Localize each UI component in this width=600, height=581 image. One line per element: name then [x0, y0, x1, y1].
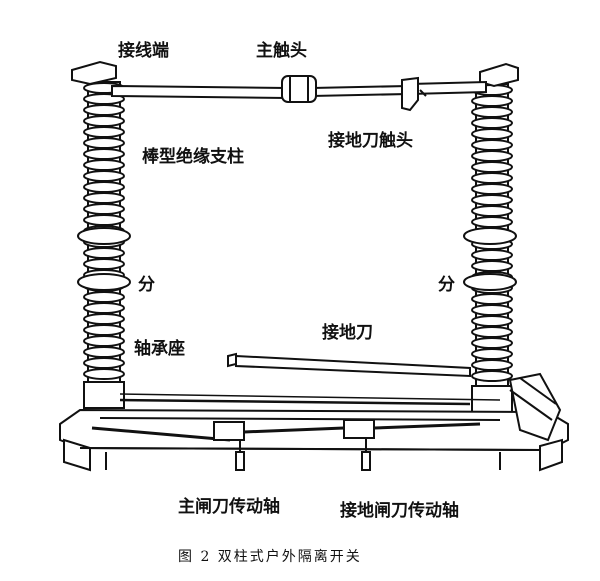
insulator-rib [83, 192, 125, 204]
main-contact-label: 主触头 [256, 41, 307, 61]
insulator-rib [83, 159, 125, 171]
insulator-rib [471, 348, 513, 360]
insulator-rib [471, 183, 513, 195]
insulator-rib [471, 172, 513, 184]
terminal-label: 接线端 [118, 41, 169, 61]
insulator-rib [471, 315, 513, 327]
earth-blade [227, 352, 471, 378]
main-shaft-label: 主闸刀传动轴 [178, 497, 280, 517]
insulator-rib [83, 170, 125, 182]
insulator-rib [83, 181, 125, 193]
main-blade [111, 80, 487, 100]
insulator-rib [471, 139, 513, 151]
insulator-rib [471, 370, 513, 382]
left-split-rings [77, 227, 131, 291]
insulator-rib [471, 304, 513, 316]
insulator-rib [471, 128, 513, 140]
insulator-rib [83, 214, 125, 226]
insulator-rib [83, 346, 125, 358]
insulator-rib [83, 324, 125, 336]
bearing-seat [83, 381, 125, 409]
insulator-rib [83, 203, 125, 215]
insulator-rib [83, 148, 125, 160]
insulator-rib [471, 106, 513, 118]
insulator-rib [471, 337, 513, 349]
figure-caption: 图 2 双柱式户外隔离开关 [178, 549, 362, 565]
insulator-rib [83, 291, 125, 303]
insulator-rib [83, 335, 125, 347]
insulator-rib [471, 326, 513, 338]
insulator-rib [471, 161, 513, 173]
insulator-rib [83, 126, 125, 138]
base-frame [59, 372, 569, 472]
insulator-rib [471, 150, 513, 162]
insulator-rib [83, 258, 125, 270]
insulator-rib [83, 313, 125, 325]
insulator-rib [83, 357, 125, 369]
insulator-rib [471, 260, 513, 272]
insulator-rib [471, 205, 513, 217]
insulator-rib [83, 104, 125, 116]
insulator-rib [471, 216, 513, 228]
earth-contact-label: 接地刀触头 [328, 131, 413, 151]
insulator-label: 棒型绝缘支柱 [142, 147, 244, 167]
insulator-rib [471, 117, 513, 129]
earth-blade-contact [401, 76, 427, 112]
insulator-rib [83, 302, 125, 314]
left-terminal-cap [71, 60, 117, 86]
insulator-rib [471, 194, 513, 206]
right-insulator-column [471, 83, 513, 413]
insulator-rib [471, 95, 513, 107]
bearing-seat-label: 轴承座 [134, 339, 185, 359]
earth-blade-label: 接地刀 [322, 323, 373, 343]
insulator-rib [83, 368, 125, 380]
insulator-rib [83, 247, 125, 259]
insulator-rib [83, 137, 125, 149]
earth-shaft-label: 接地闸刀传动轴 [340, 501, 459, 521]
main-contact [281, 75, 317, 103]
insulator-rib [471, 249, 513, 261]
insulator-rib [471, 293, 513, 305]
insulator-rib [471, 359, 513, 371]
split-left-label: 分 [138, 275, 155, 295]
right-split-rings [463, 227, 517, 291]
insulator-rib [83, 115, 125, 127]
split-right-label: 分 [438, 275, 455, 295]
